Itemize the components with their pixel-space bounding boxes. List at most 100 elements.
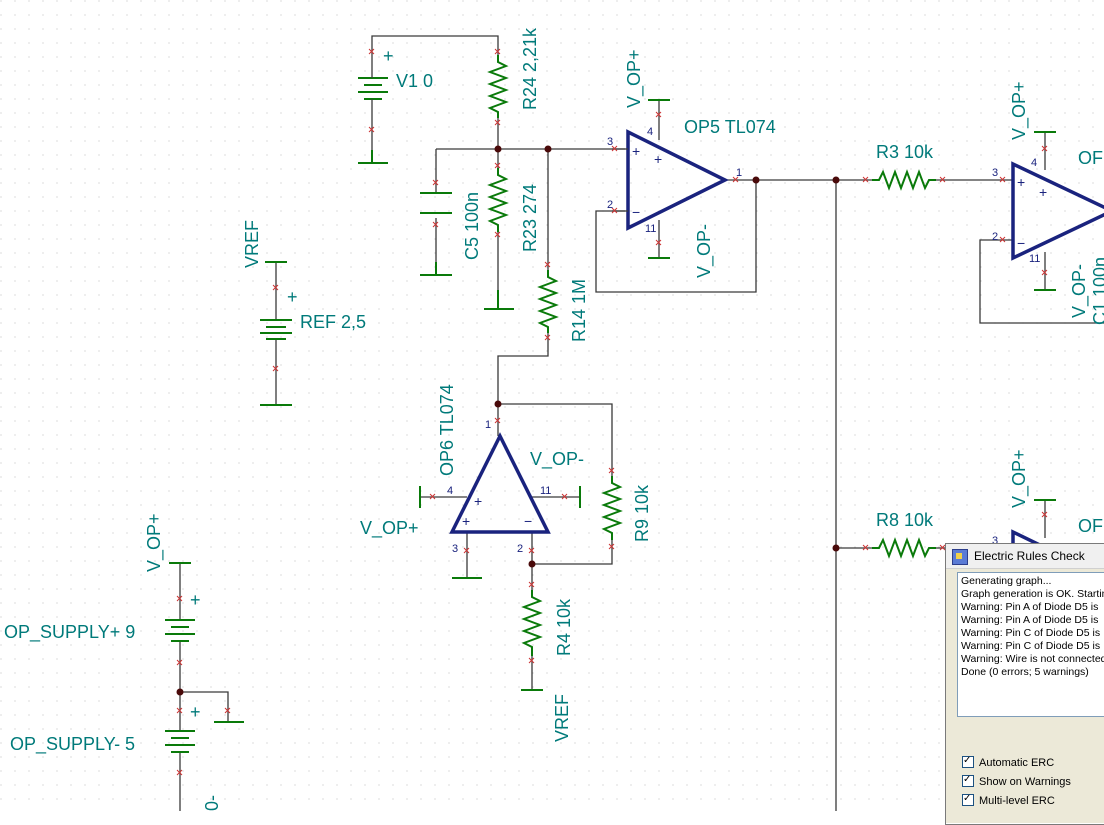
battery-ref[interactable] (260, 319, 292, 340)
erc-title-bar[interactable]: Electric Rules Check (946, 544, 1104, 569)
multilevel-erc-checkbox[interactable]: Multi-level ERC (962, 792, 1055, 808)
label-vop-plus-right-top: V_OP+ (1009, 81, 1030, 140)
label-v1: V1 0 (396, 71, 433, 91)
pin-markers (176, 48, 1048, 776)
label-c1: C1 100n (1090, 257, 1104, 325)
opamp-op6[interactable] (449, 432, 551, 534)
label-vop-plus-op5: V_OP+ (624, 49, 645, 108)
svg-text:+: + (462, 513, 470, 529)
erc-log-line: Graph generation is OK. Starting (961, 588, 1104, 600)
erc-log-line: Generating graph... (961, 575, 1052, 587)
label-op-supply-plus: OP_SUPPLY+ 9 (4, 622, 135, 643)
rotated-labels: R24 2,21k C5 100n R23 274 R14 1M V_OP+ V… (144, 27, 1104, 811)
battery-op-supply-plus[interactable] (165, 619, 195, 642)
battery-v1[interactable] (358, 55, 388, 115)
label-c5: C5 100n (462, 192, 482, 260)
resistor-r23[interactable] (487, 168, 509, 232)
svg-text:2: 2 (517, 543, 523, 555)
resistor-r4[interactable] (521, 590, 543, 656)
label-vop-plus-op6: V_OP+ (360, 518, 419, 539)
svg-text:4: 4 (447, 485, 453, 497)
label-op5: OP5 TL074 (684, 117, 776, 137)
svg-text:11: 11 (645, 223, 656, 235)
label-vref-top: VREF (242, 220, 262, 268)
svg-text:+: + (1017, 174, 1025, 190)
svg-text:11: 11 (540, 485, 551, 497)
svg-text:11: 11 (1029, 253, 1040, 265)
label-op6: OP6 TL074 (437, 384, 457, 476)
erc-log-line: Warning: Wire is not connected (961, 653, 1104, 665)
label-r9: R9 10k (632, 484, 652, 542)
label-r8: R8 10k (876, 510, 934, 530)
automatic-erc-label: Automatic ERC (979, 757, 1055, 769)
svg-text:+: + (632, 143, 640, 159)
erc-log-line: Warning: Pin C of Diode D5 is (961, 640, 1101, 652)
label-ref: REF 2,5 (300, 312, 366, 332)
erc-title: Electric Rules Check (974, 549, 1085, 563)
resistor-r8[interactable] (872, 537, 936, 559)
svg-text:+: + (474, 493, 482, 509)
label-vop-plus-right-bottom: V_OP+ (1009, 449, 1030, 508)
label-vop-minus-right-top: V_OP- (1069, 264, 1090, 318)
capacitor-c5[interactable] (420, 192, 452, 214)
label-bottom-partial: 0- (202, 795, 222, 811)
svg-text:1: 1 (485, 419, 491, 431)
opamp-right-top-partial[interactable] (1011, 161, 1104, 261)
svg-text:−: − (524, 513, 532, 529)
svg-text:−: − (632, 204, 640, 220)
ground-symbols (214, 150, 514, 723)
svg-text:4: 4 (1031, 157, 1037, 169)
multilevel-erc-label: Multi-level ERC (979, 795, 1055, 807)
erc-log-line: Warning: Pin A of Diode D5 is (961, 601, 1099, 613)
erc-log-line: Done (0 errors; 5 warnings) (961, 666, 1089, 678)
resistor-r3[interactable] (872, 169, 936, 191)
pin-numbers: 3 2 1 4 11 3 2 4 11 3 1 4 11 3 2 (447, 126, 1040, 555)
svg-text:+: + (190, 702, 201, 722)
svg-text:+: + (654, 151, 662, 167)
erc-log-line: Warning: Pin C of Diode D5 is (961, 627, 1101, 639)
polarity-signs: + − + + − + + + − + + + + (190, 46, 1047, 722)
checkbox-checked-icon[interactable] (962, 754, 974, 768)
automatic-erc-checkbox[interactable]: Automatic ERC (962, 754, 1055, 770)
resistor-r24[interactable] (487, 55, 509, 118)
label-op-right-top: OF (1078, 148, 1103, 168)
svg-text:2: 2 (992, 231, 998, 243)
label-op-right-bottom: OF (1078, 516, 1103, 536)
svg-text:+: + (383, 46, 394, 66)
show-on-warnings-checkbox[interactable]: Show on Warnings (962, 773, 1071, 789)
svg-text:−: − (1017, 235, 1025, 251)
label-r24: R24 2,21k (520, 27, 540, 110)
checkbox-checked-icon[interactable] (962, 773, 974, 787)
battery-op-supply-minus[interactable] (165, 730, 195, 753)
label-r23: R23 274 (520, 184, 540, 252)
svg-text:1: 1 (736, 167, 742, 179)
svg-text:+: + (1039, 184, 1047, 200)
supply-rail-bars (169, 99, 1056, 691)
label-vop-minus-op6: V_OP- (530, 449, 584, 470)
label-op-supply-minus: OP_SUPPLY- 5 (10, 734, 135, 755)
svg-text:+: + (287, 287, 298, 307)
erc-window[interactable]: Electric Rules Check Generating graph...… (945, 543, 1104, 825)
label-r4: R4 10k (554, 598, 574, 656)
resistor-r9[interactable] (601, 476, 623, 540)
resistor-r14[interactable] (537, 270, 559, 333)
svg-text:3: 3 (452, 543, 458, 555)
erc-log[interactable]: Generating graph... Graph generation is … (957, 572, 1104, 717)
label-vop-plus-supply: V_OP+ (144, 513, 165, 572)
svg-text:2: 2 (607, 199, 613, 211)
junctions (176, 145, 840, 696)
app-icon (952, 549, 968, 565)
checkbox-checked-icon[interactable] (962, 792, 974, 806)
erc-log-line: Warning: Pin A of Diode D5 is (961, 614, 1099, 626)
svg-text:3: 3 (992, 535, 998, 547)
component-labels: V1 0 OP5 TL074 R3 10k OF REF 2,5 V_OP- V… (4, 71, 1103, 755)
label-r3: R3 10k (876, 142, 934, 162)
show-on-warnings-label: Show on Warnings (979, 776, 1071, 788)
label-r14: R14 1M (569, 279, 589, 342)
svg-text:4: 4 (647, 126, 653, 138)
svg-text:3: 3 (607, 136, 613, 148)
svg-text:3: 3 (992, 167, 998, 179)
